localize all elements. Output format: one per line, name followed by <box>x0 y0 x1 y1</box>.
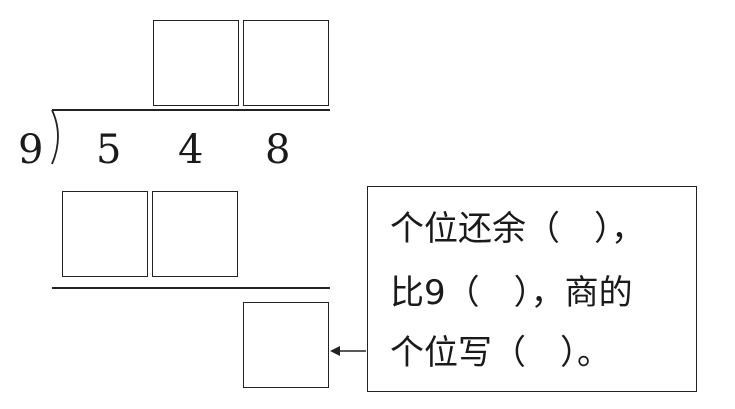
division-bar <box>52 109 330 111</box>
product-hundreds-box[interactable] <box>62 191 148 277</box>
quotient-ones-box[interactable] <box>243 20 329 106</box>
subtraction-line <box>52 287 330 289</box>
remainder-box[interactable] <box>243 302 329 388</box>
dividend-digit-hundreds: 5 <box>96 127 122 173</box>
hint-line-1: 个位还余（ ）， <box>390 209 645 249</box>
dividend-digit-ones: 8 <box>265 127 291 173</box>
hint-line-3: 个位写（ ）。 <box>390 333 611 373</box>
quotient-tens-box[interactable] <box>153 20 239 106</box>
dividend-digit-tens: 4 <box>178 127 204 173</box>
hint-line-2: 比9（ ），商的 <box>390 273 633 313</box>
product-tens-box[interactable] <box>152 191 238 277</box>
hint-box: 个位还余（ ）， 比9（ ），商的 个位写（ ）。 <box>367 186 697 392</box>
divisor: 9 <box>18 127 44 173</box>
hint-arrow-head <box>330 346 340 356</box>
